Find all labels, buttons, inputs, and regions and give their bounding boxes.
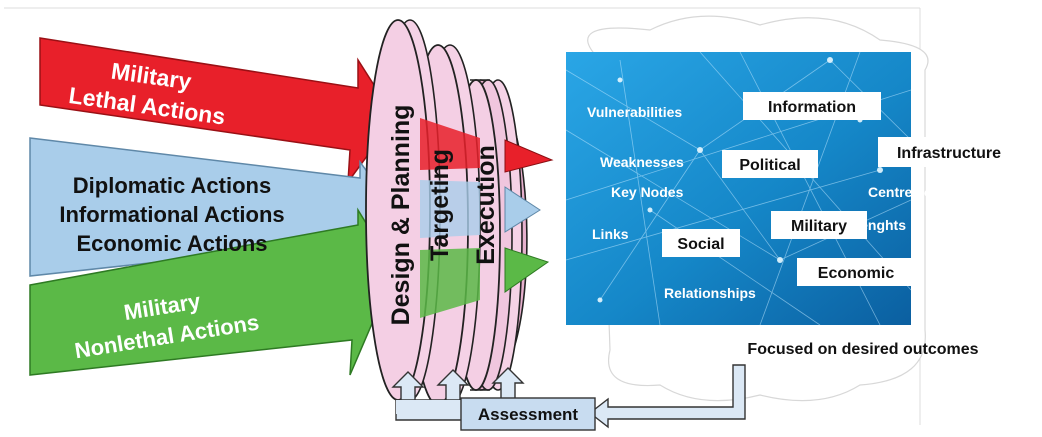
red-arrowhead [504,139,554,173]
targeting-label: Targeting [426,149,454,261]
green-arrowhead [504,247,550,293]
economic-actions: Economic Actions [76,231,267,256]
infrastructure-box [878,137,1020,167]
centres-of-gravity-label: Centres of Gravity [868,184,990,200]
economic-box [797,258,915,286]
diplomatic-actions: Diplomatic Actions [73,173,271,198]
vulnerabilities-label: Vulnerabilities [587,104,682,120]
blue-band [420,180,480,238]
political-text: Political [739,157,800,174]
infrastructure-text: Infrastructure [897,145,1001,162]
green-band [420,248,480,318]
key-nodes-label: Key Nodes [611,184,684,200]
information-text: Information [768,99,856,116]
political-box [722,150,818,178]
information-box [743,92,881,120]
weaknesses-label: Weaknesses [600,154,684,170]
network-nodes [597,57,883,303]
military-box [771,211,867,239]
military-text: Military [791,218,847,235]
social-text: Social [677,236,724,253]
assessment-label: Assessment [478,405,579,424]
assessment-box [460,397,596,431]
informational-actions: Informational Actions [59,202,284,227]
focused-caption: Focused on desired outcomes [747,341,978,358]
blue-arrowhead [504,186,541,233]
economic-text: Economic [818,265,895,282]
design-planning-label: Design & Planning [387,105,415,326]
links-label: Links [592,226,629,242]
relationships-label: Relationships [664,285,756,301]
social-box [662,229,740,257]
assessment-arrows [391,364,746,429]
execution-label: Execution [472,145,500,264]
red-band [420,118,480,170]
